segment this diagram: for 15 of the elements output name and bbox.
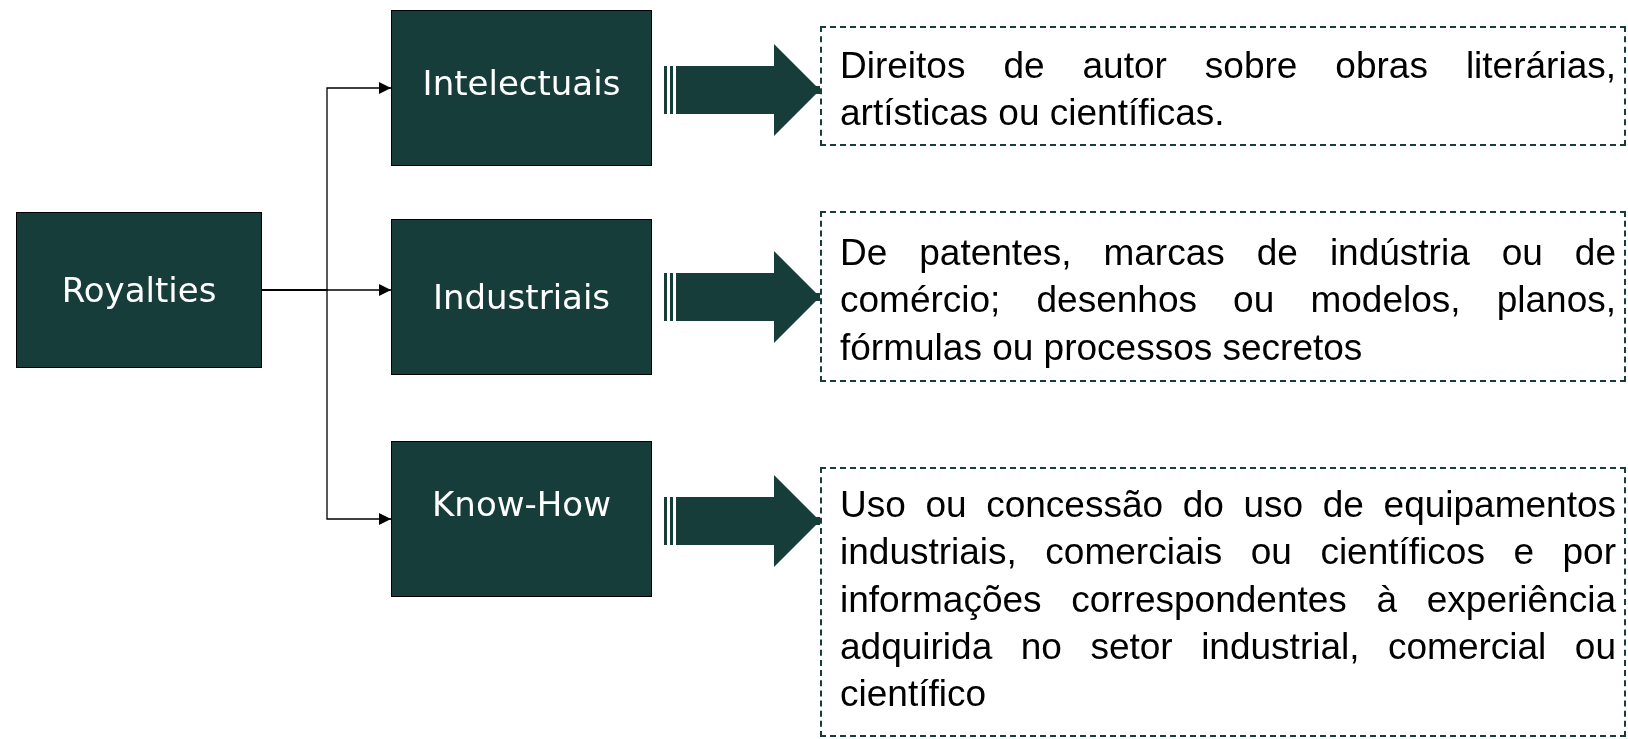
category-label: Royalties [61,270,217,310]
connector-arrow [261,289,392,525]
category-label: Industriais [432,277,611,317]
category-box [391,441,652,597]
category-box [391,10,652,166]
description-text: De patentes, marcas de indústria ou de comércio; desenhos ou modelos, planos, fórmulas ou processos secretos [840,231,1616,370]
description-text: Direitos de autor sobre obras literárias, artísticas ou científicas. [840,44,1616,136]
category-label: Know-How [432,484,611,524]
description-box [820,467,1626,737]
category-box [391,219,652,375]
description-text: Uso ou concessão do uso de equipamentos industriais, comerciais ou científicos e por informações correspondentes à experiência adquirida no setor industrial, comercial ou científico [840,483,1616,717]
description-box [820,26,1626,146]
category-box [16,212,262,368]
category-label: Intelectuais [422,63,621,103]
description-box [820,211,1626,382]
